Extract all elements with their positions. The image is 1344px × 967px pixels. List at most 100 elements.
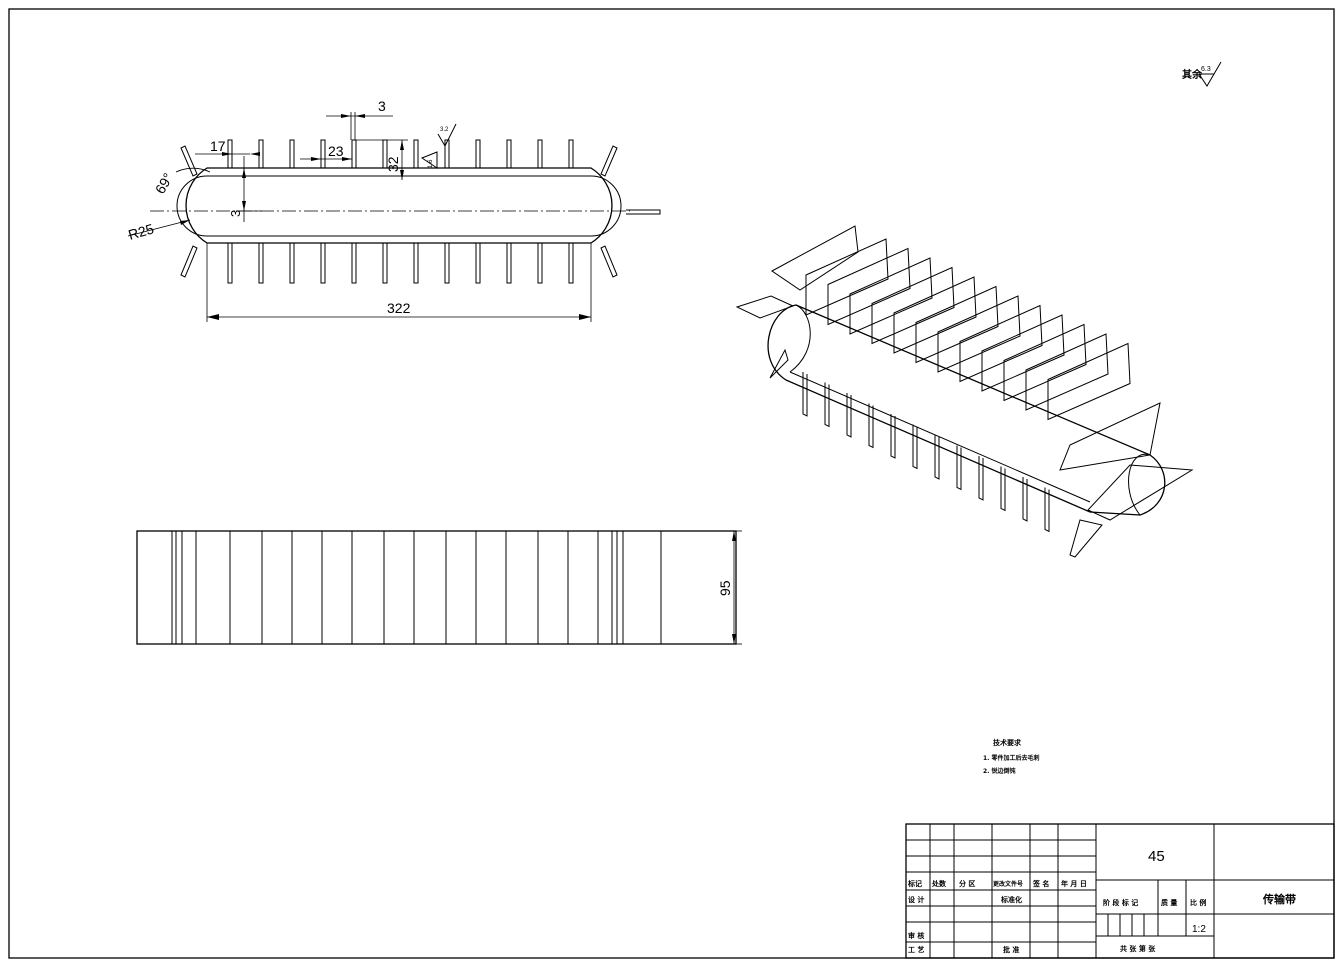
tech-requirements: 技术要求 1. 零件加工后去毛刺 2. 锐边倒钝 — [983, 738, 1040, 775]
material: 45 — [1148, 848, 1165, 865]
top-fin — [506, 139, 512, 168]
hdr-doc: 更改文件号 — [993, 880, 1023, 888]
iso-bottom-fin — [868, 403, 874, 449]
hdr-zone: 分 区 — [959, 879, 975, 888]
review-label: 审 核 — [908, 931, 924, 940]
drawing-border — [8, 8, 1335, 959]
iso-end-fin-right-top — [1059, 402, 1161, 471]
dim-edge-pitch: 17 — [210, 138, 226, 154]
bottom-fin — [351, 243, 357, 284]
bottom-fin — [289, 243, 295, 284]
top-fin — [568, 139, 574, 168]
iso-top-fin — [915, 285, 999, 364]
top-fin — [537, 139, 543, 168]
iso-bottom-fin — [934, 435, 940, 480]
dim-width: 95 — [717, 580, 733, 596]
top-fin — [475, 139, 481, 168]
roughness-b: 1.6 — [428, 159, 434, 168]
iso-end-fin-left — [735, 295, 795, 319]
iso-bottom-fin — [912, 424, 918, 470]
iso-top-fin — [827, 247, 911, 326]
iso-end-fin-left-bottom — [769, 348, 789, 379]
hdr-sign: 签 名 — [1032, 879, 1049, 888]
top-fin — [320, 139, 326, 168]
dim-fin-height: 32 — [385, 156, 401, 172]
roughness-symbol-b — [420, 151, 438, 169]
bottom-fin — [227, 243, 233, 284]
top-fin — [444, 139, 450, 168]
iso-bottom-fin — [1044, 487, 1050, 533]
iso-bottom-fin — [824, 382, 830, 428]
part-name: 传输带 — [1262, 892, 1296, 906]
top-view-fin-lines — [171, 531, 662, 644]
iso-top-fin — [1025, 333, 1109, 411]
iso-end-fin-left-top — [771, 225, 859, 291]
scale: 1:2 — [1192, 924, 1206, 935]
top-view: 95 — [136, 530, 742, 645]
iso-top-fin — [1047, 342, 1131, 421]
dim-angle: 69° — [152, 170, 176, 196]
iso-bottom-fins — [802, 372, 1050, 533]
bottom-fin — [568, 243, 574, 284]
iso-top-fin — [981, 314, 1065, 392]
iso-bottom-fin — [802, 372, 808, 417]
iso-bottom-fin — [890, 414, 896, 459]
dim-fin-thickness: 3 — [378, 98, 386, 114]
iso-bottom-fin — [846, 393, 852, 438]
end-fin-right-mid — [626, 209, 661, 215]
end-fin-right-bottom — [600, 245, 618, 278]
iso-top-fin — [937, 295, 1021, 373]
tech-req-title: 技术要求 — [993, 738, 1022, 747]
hdr-count: 处数 — [931, 879, 947, 888]
iso-bottom-fin — [978, 456, 984, 501]
weight-label: 质 量 — [1161, 898, 1177, 907]
design-label: 设 计 — [908, 895, 924, 904]
bottom-fin — [320, 243, 326, 284]
bottom-fin — [382, 243, 388, 284]
roughness-a: 3.2 — [440, 127, 449, 133]
iso-top-fin — [871, 266, 955, 345]
dim-fin-gap: 23 — [328, 143, 344, 159]
outer-belt-profile — [185, 167, 613, 244]
bottom-fin — [444, 243, 450, 284]
dim-wall-thickness: 3 — [228, 210, 243, 217]
top-fin — [289, 139, 295, 168]
tech-req-item-2: 2. 锐边倒钝 — [983, 767, 1016, 775]
top-view-outline — [136, 530, 737, 645]
standardize-label: 标准化 — [1000, 895, 1022, 904]
dim-length: 322 — [387, 300, 411, 316]
iso-top-fin — [849, 257, 933, 335]
bottom-fin — [413, 243, 419, 284]
process-label: 工 艺 — [908, 945, 924, 954]
iso-belt-ends — [789, 304, 1151, 516]
top-fin — [413, 139, 419, 168]
hdr-date: 年 月 日 — [1061, 879, 1087, 888]
bottom-fins — [227, 243, 574, 284]
inner-belt-profile — [176, 175, 622, 237]
iso-belt-outline — [767, 304, 1166, 516]
isometric-view — [735, 225, 1194, 558]
iso-end-fin-right-bottom — [1069, 519, 1103, 558]
bottom-fin — [475, 243, 481, 284]
iso-top-fin — [893, 276, 977, 354]
bottom-fin — [506, 243, 512, 284]
iso-bottom-fin — [1000, 466, 1006, 512]
bottom-fin — [537, 243, 543, 284]
bottom-fin — [258, 243, 264, 284]
iso-end-fin-right-mid — [1087, 464, 1194, 521]
ratio-label: 比 例 — [1190, 898, 1206, 907]
stage-mark-label: 阶 段 标 记 — [1103, 898, 1138, 907]
sheets-label: 共 张 第 张 — [1120, 944, 1156, 953]
iso-bottom-fin — [1022, 477, 1028, 522]
iso-top-fin — [805, 238, 889, 316]
hdr-mark: 标记 — [907, 879, 922, 888]
surface-note-value: 6.3 — [1201, 66, 1211, 73]
surface-note-label: 其余 — [1182, 68, 1203, 81]
dim-radius: R25 — [126, 220, 155, 243]
iso-top-fin — [1003, 323, 1087, 402]
iso-bottom-fin — [956, 445, 962, 491]
end-fin-left-bottom — [180, 245, 198, 278]
iso-top-fins — [805, 238, 1131, 421]
iso-top-fin — [959, 304, 1043, 383]
